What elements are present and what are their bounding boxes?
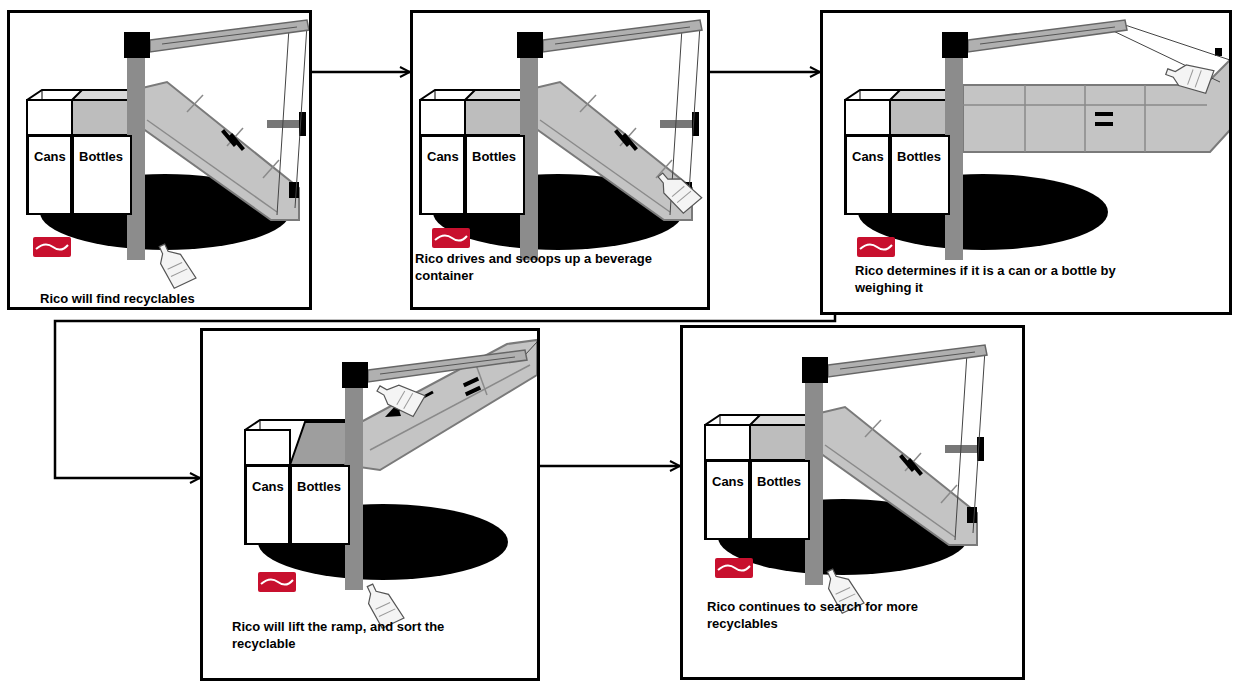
bin-label: Bottles — [74, 137, 130, 164]
bin-lid — [290, 422, 353, 465]
sort-bin: Cans — [27, 135, 72, 215]
bin-label: Bottles — [467, 137, 523, 164]
flow-arrow — [540, 465, 680, 468]
bin-label: Bottles — [892, 137, 948, 164]
soda-can — [857, 237, 895, 257]
plastic-bottle — [154, 238, 196, 289]
robot-mast — [517, 20, 702, 260]
soda-can — [33, 237, 71, 257]
bin-label: Cans — [422, 137, 463, 164]
story-panel: Rico continues to search for more recycl… — [680, 325, 1025, 680]
soda-can — [432, 228, 470, 248]
panel-caption: Rico drives and scoops up a beverage con… — [415, 250, 690, 284]
plastic-bottle — [374, 374, 425, 419]
scene-find — [27, 20, 309, 289]
sort-bin: Bottles — [72, 135, 132, 215]
scene-search — [705, 345, 987, 614]
bin-label: Bottles — [292, 467, 348, 494]
flow-arrow — [312, 71, 410, 74]
bin-label: Cans — [847, 137, 888, 164]
bin-label: Cans — [29, 137, 70, 164]
sort-bin: Bottles — [290, 465, 350, 545]
sort-bin: Cans — [845, 135, 890, 215]
story-panel: Rico determines if it is a can or a bott… — [820, 10, 1232, 315]
soda-can — [258, 572, 296, 592]
scene-scoop — [420, 20, 702, 260]
robot-mast — [942, 20, 1127, 260]
bin-label: Cans — [247, 467, 288, 494]
plastic-bottle — [1164, 56, 1214, 95]
flow-arrow — [710, 71, 820, 74]
story-panel: Rico will lift the ramp, and sort the re… — [200, 328, 540, 681]
panel-caption: Rico will lift the ramp, and sort the re… — [232, 618, 472, 652]
ramp — [820, 350, 985, 545]
scene-weigh — [845, 20, 1230, 260]
robot-mast — [802, 345, 987, 585]
story-panel: Rico will find recyclables CansBottles — [7, 10, 312, 310]
sort-bin: Cans — [245, 465, 290, 545]
bin-label: Cans — [707, 462, 748, 489]
sort-bin: Bottles — [465, 135, 525, 215]
robot-mast — [342, 350, 527, 590]
sort-bin: Bottles — [750, 460, 810, 540]
scene-sort — [245, 340, 537, 629]
panel-caption: Rico continues to search for more recycl… — [707, 598, 962, 632]
sort-bin: Cans — [420, 135, 465, 215]
plastic-bottle — [654, 164, 702, 214]
flow-arrow — [55, 315, 835, 478]
robot-mast — [124, 20, 309, 260]
panel-caption: Rico will find recyclables — [40, 290, 300, 307]
bin-label: Bottles — [752, 462, 808, 489]
sort-bin: Bottles — [890, 135, 950, 215]
soda-can — [715, 558, 753, 578]
story-panel: Rico drives and scoops up a beverage con… — [410, 10, 710, 310]
panel-caption: Rico determines if it is a can or a bott… — [855, 262, 1117, 296]
ramp — [142, 25, 307, 220]
sort-bin: Cans — [705, 460, 750, 540]
